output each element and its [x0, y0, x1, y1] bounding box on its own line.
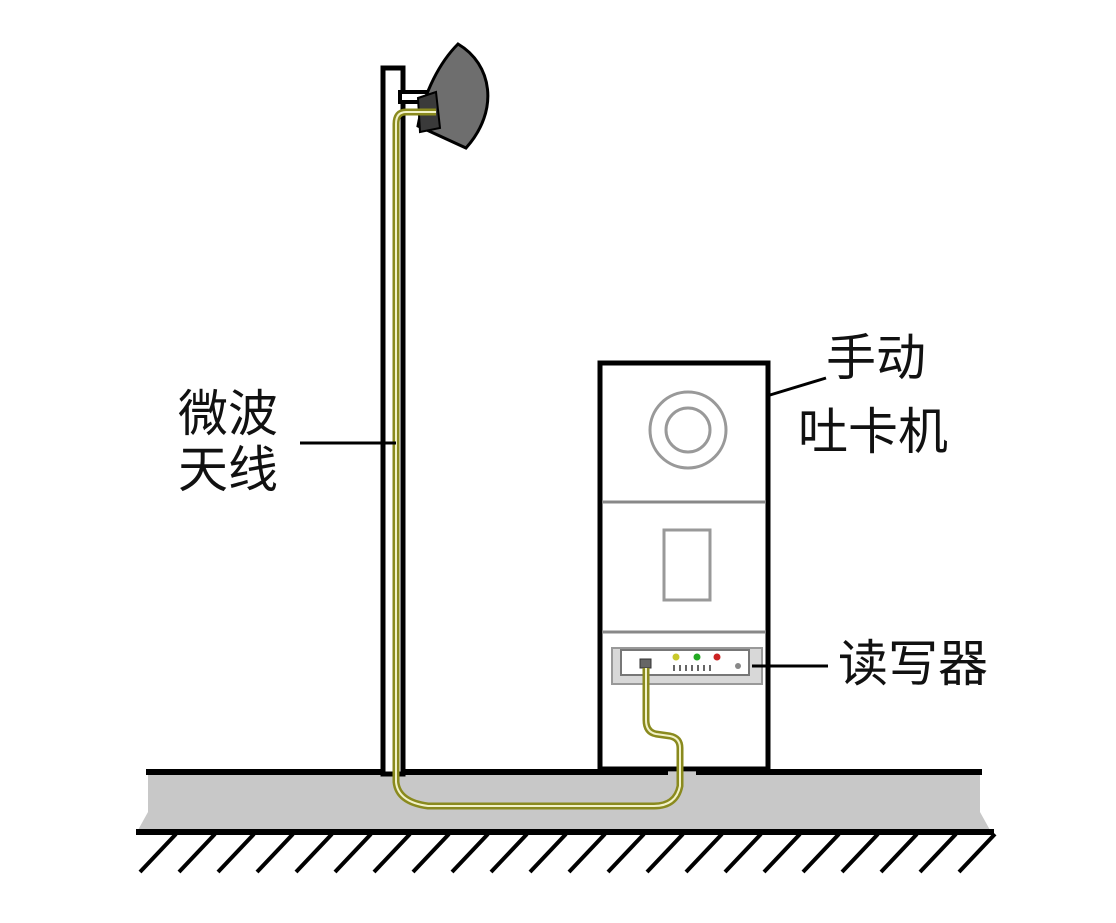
button-ring-icon: [648, 390, 728, 470]
reader-indicator-icon: [735, 663, 741, 669]
card-dispenser: [597, 360, 771, 772]
led-red-icon: [713, 653, 721, 661]
hatch-line: [762, 832, 802, 874]
hatch-line: [606, 832, 646, 874]
hatch-line: [528, 832, 568, 874]
hatch-line: [411, 832, 451, 874]
hatch-line: [138, 832, 178, 874]
hatch-line: [294, 832, 334, 874]
hatch-line: [801, 832, 841, 874]
hatch-line: [372, 832, 412, 874]
hatch-line: [255, 832, 295, 874]
led-yellow-icon: [672, 653, 680, 661]
hatch-line: [450, 832, 490, 874]
reader-pins: [673, 665, 711, 671]
ground-hatching: [138, 832, 997, 874]
ground: [136, 769, 997, 874]
hatch-line: [957, 832, 997, 874]
hatch-line: [684, 832, 724, 874]
antenna-label-line2: 天线: [178, 441, 278, 499]
card-slot: [662, 528, 712, 602]
antenna-label-line1: 微波: [178, 385, 278, 443]
hatch-line: [177, 832, 217, 874]
hatch-line: [918, 832, 958, 874]
hatch-line: [840, 832, 880, 874]
hatch-line: [333, 832, 373, 874]
hatch-line: [645, 832, 685, 874]
hatch-line: [723, 832, 763, 874]
reader-label: 读写器: [838, 635, 988, 693]
led-green-icon: [693, 653, 701, 661]
hatch-line: [216, 832, 256, 874]
button-ring-inner-icon: [664, 406, 712, 454]
ground-slab: [138, 772, 990, 830]
hatch-line: [879, 832, 919, 874]
machine-label-line1: 手动: [826, 329, 926, 387]
reader-port-icon: [639, 658, 652, 669]
hatch-line: [567, 832, 607, 874]
machine-label-line2: 吐卡机: [798, 403, 948, 461]
cable-highlight: [395, 111, 681, 807]
machine-leader-line: [769, 376, 827, 397]
hatch-line: [489, 832, 529, 874]
